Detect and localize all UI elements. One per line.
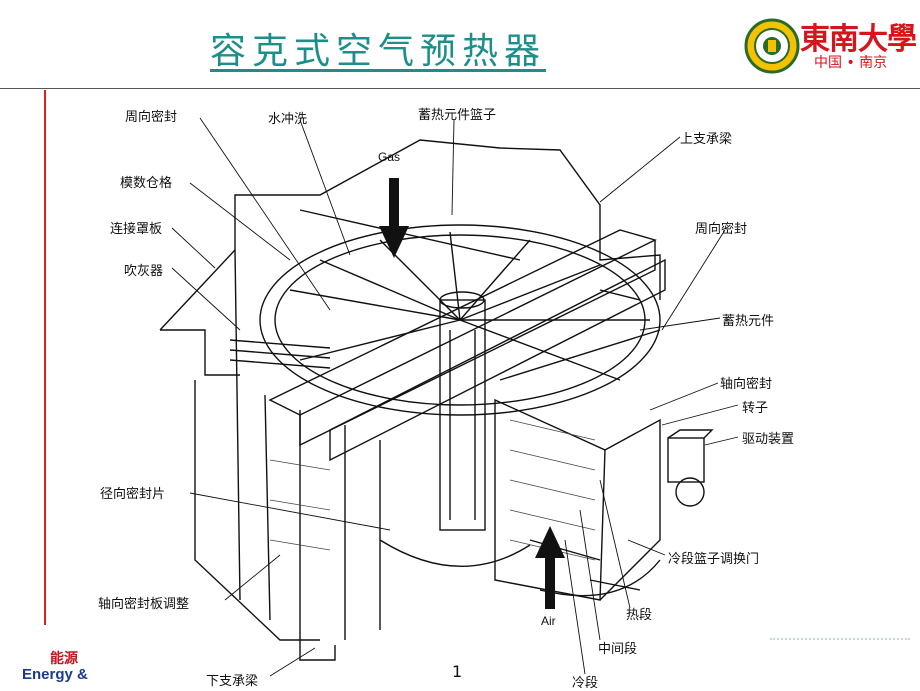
slide-header: 容克式空气预热器 東南大學 中国 • 南京: [0, 0, 920, 89]
footer-dotted-line: [770, 638, 910, 642]
label-axial-seal: 轴向密封: [720, 377, 773, 392]
label-radial-seal-plate: 径向密封片: [100, 487, 166, 502]
label-lower-support-beam: 下支承梁: [206, 674, 259, 689]
label-circumferential-seal-left: 周向密封: [125, 110, 178, 125]
left-accent-rule: [44, 90, 46, 625]
label-cold-end: 冷段: [572, 676, 599, 691]
label-gas: Gas: [378, 150, 401, 164]
label-circumferential-seal-right: 周向密封: [695, 222, 748, 237]
label-water-wash: 水冲洗: [268, 112, 308, 127]
label-hot-end: 热段: [626, 608, 653, 623]
air-preheater-diagram: [159, 117, 739, 677]
slide-title: 容克式空气预热器: [210, 31, 547, 72]
label-drive-unit: 驱动装置: [742, 432, 795, 447]
label-heat-element: 蓄热元件: [722, 314, 775, 329]
footer-org-english-partial: Energy &: [22, 666, 88, 683]
university-location: 中国 • 南京: [814, 55, 888, 71]
label-soot-blower: 吹灰器: [124, 264, 164, 279]
university-seal-icon: [744, 18, 800, 74]
gas-flow-arrow: [379, 178, 409, 258]
label-air: Air: [541, 614, 556, 628]
label-cold-basket-door: 冷段篮子调换门: [668, 552, 760, 567]
label-upper-support-beam: 上支承梁: [680, 132, 733, 147]
label-heat-element-basket: 蓄热元件篮子: [418, 108, 497, 123]
label-rotor: 转子: [742, 401, 769, 416]
label-modular-compartment: 模数仓格: [120, 176, 173, 191]
label-connecting-cover-plate: 连接罩板: [110, 222, 163, 237]
page-number: 1: [452, 662, 463, 681]
label-intermediate: 中间段: [598, 642, 638, 657]
air-flow-arrow: [535, 526, 565, 609]
footer-org-partial: 能源: [50, 651, 78, 667]
label-axial-seal-adjust: 轴向密封板调整: [98, 597, 190, 612]
university-name: 東南大學: [800, 22, 917, 57]
